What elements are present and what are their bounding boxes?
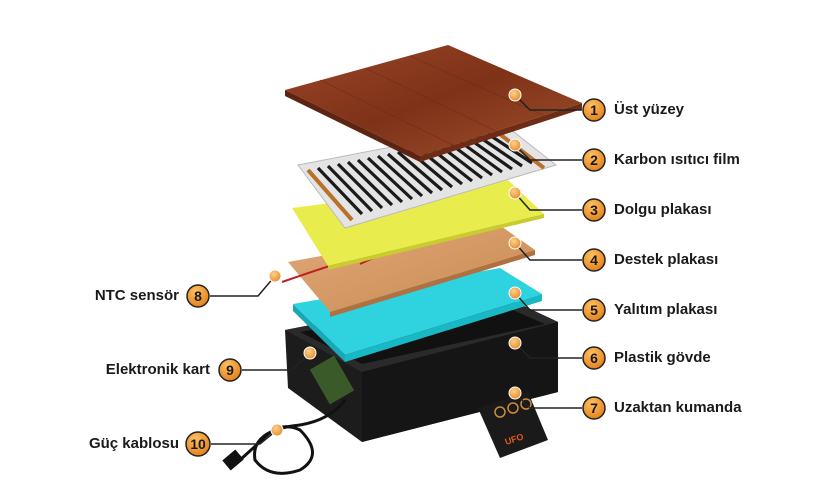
label-support-plate: Destek plakası — [614, 251, 719, 268]
callout-10-badge: 10 — [185, 431, 211, 457]
label-filler-plate: Dolgu plakası — [614, 201, 712, 218]
svg-text:6: 6 — [590, 350, 598, 366]
callout-4-badge: 4 — [582, 248, 606, 272]
label-plastic-body: Plastik gövde — [614, 349, 711, 366]
label-remote-control: Uzaktan kumanda — [614, 399, 742, 416]
support-plate — [288, 224, 535, 317]
svg-text:2: 2 — [590, 152, 598, 168]
top-surface — [285, 45, 582, 162]
callout-9-badge: 9 — [218, 358, 242, 382]
anchor-dots — [268, 88, 522, 437]
callout-8-badge: 8 — [186, 284, 210, 308]
label-power-cable: Güç kablosu — [88, 435, 179, 452]
label-ntc-sensor: NTC sensör — [94, 287, 179, 304]
svg-text:4: 4 — [590, 252, 598, 268]
callout-2-badge: 2 — [582, 148, 606, 172]
label-carbon-film: Karbon ısıtıcı film — [614, 151, 740, 168]
svg-text:9: 9 — [226, 362, 234, 378]
callout-6-badge: 6 — [582, 346, 606, 370]
label-electronic-card: Elektronik kart — [105, 361, 210, 378]
callout-1-badge: 1 — [582, 98, 606, 122]
leader-lines — [210, 94, 582, 445]
svg-text:10: 10 — [190, 436, 206, 452]
callout-7-badge: 7 — [582, 396, 606, 420]
label-top-surface: Üst yüzey — [614, 101, 685, 118]
svg-text:3: 3 — [590, 202, 598, 218]
svg-text:1: 1 — [590, 102, 598, 118]
callout-3-badge: 3 — [582, 198, 606, 222]
insulation-plate — [293, 268, 542, 362]
power-cable — [222, 399, 347, 475]
svg-text:7: 7 — [590, 400, 598, 416]
svg-text:5: 5 — [590, 302, 598, 318]
label-insulation-plate: Yalıtım plakası — [614, 301, 718, 318]
callout-5-badge: 5 — [582, 298, 606, 322]
svg-text:8: 8 — [194, 288, 202, 304]
